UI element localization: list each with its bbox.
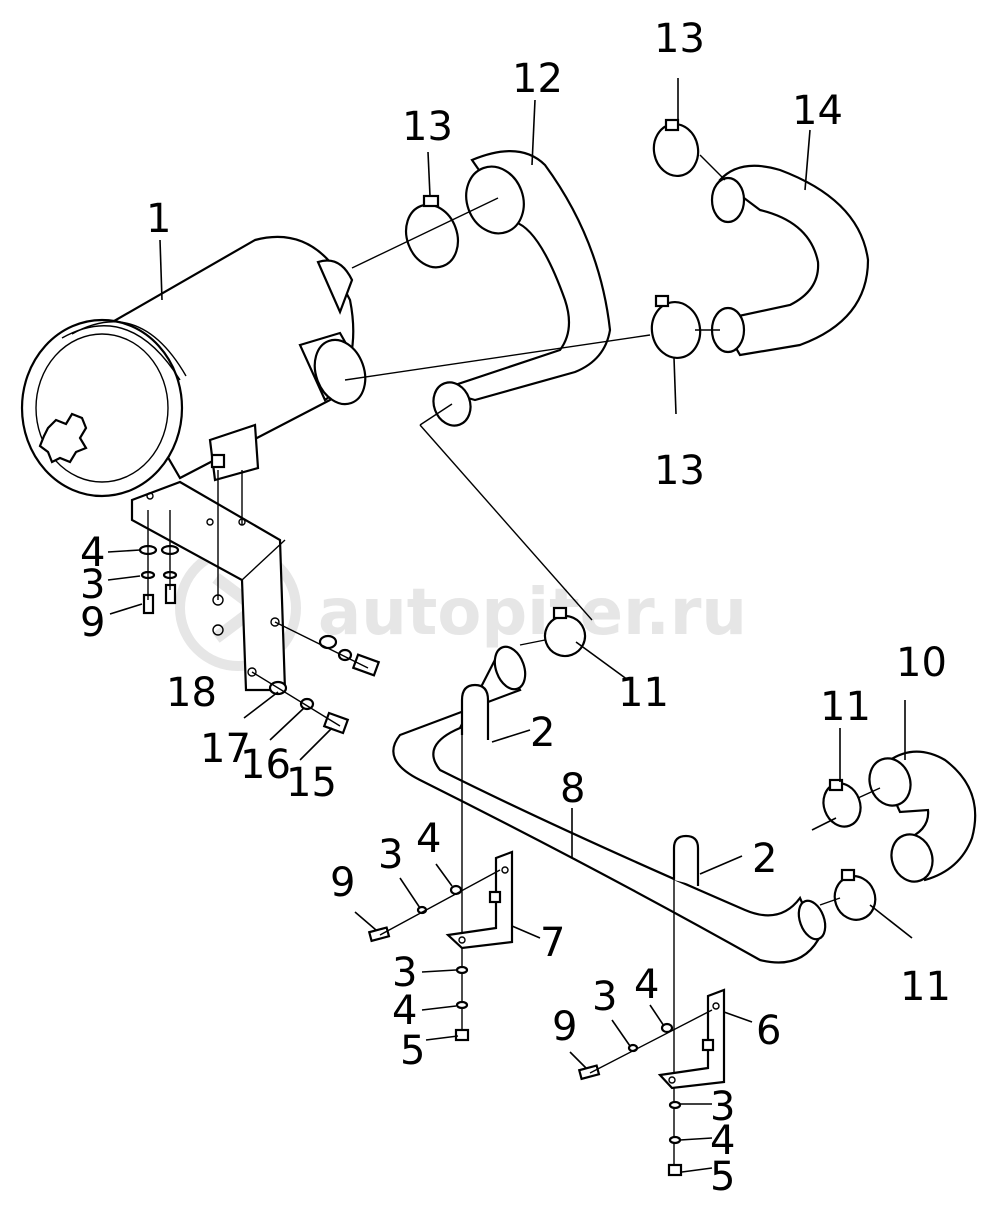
callout-4-d: 4: [634, 962, 659, 1008]
part-13-clamp-c: [650, 294, 702, 359]
callout-17: 17: [200, 726, 251, 772]
part-7-bracket: [445, 850, 514, 950]
part-6-bracket: [657, 988, 726, 1090]
callout-5-b: 5: [710, 1154, 735, 1200]
callout-11-c: 11: [900, 964, 951, 1010]
callout-13-a: 13: [402, 104, 453, 150]
callout-4-a: 4: [80, 530, 105, 576]
watermark-text: autopiter.ru: [318, 576, 747, 650]
assembly-lines: [217, 154, 881, 906]
callout-4-b: 4: [416, 816, 441, 862]
fasteners-right-group: [251, 621, 381, 735]
watermark: autopiter.ru: [175, 545, 747, 671]
callout-2-a: 2: [530, 710, 555, 756]
callout-15: 15: [286, 760, 337, 806]
callout-3-c: 3: [392, 950, 417, 996]
callout-1: 1: [146, 196, 171, 242]
part-2-u-bolt-b: [672, 834, 700, 1175]
part-11-clamp-a: [543, 606, 587, 658]
fasteners-bracket-6: [577, 1009, 713, 1177]
callout-18: 18: [166, 670, 217, 716]
callout-14: 14: [792, 88, 843, 134]
callout-3-b: 3: [378, 832, 403, 878]
callout-10: 10: [896, 640, 947, 686]
callout-5-a: 5: [400, 1028, 425, 1074]
callout-3-a: 3: [80, 562, 105, 608]
callout-4-c: 4: [392, 988, 417, 1034]
part-11-clamp-b: [822, 778, 862, 828]
callout-6: 6: [756, 1008, 781, 1054]
callout-11-b: 11: [820, 684, 871, 730]
fasteners-left-group: [138, 510, 180, 615]
callout-9-c: 9: [552, 1004, 577, 1050]
part-2-u-bolt-a: [460, 683, 490, 1035]
callout-13-c: 13: [654, 448, 705, 494]
callout-7: 7: [540, 920, 565, 966]
callout-3-e: 3: [710, 1084, 735, 1130]
callout-4-e: 4: [710, 1118, 735, 1164]
callout-16: 16: [240, 742, 291, 788]
part-13-clamp-a: [404, 194, 460, 269]
callout-12: 12: [512, 56, 563, 102]
callout-8: 8: [560, 766, 585, 812]
callout-9-b: 9: [330, 860, 355, 906]
part-13-clamp-b: [652, 118, 700, 177]
callout-3-d: 3: [592, 974, 617, 1020]
part-12-hose: [432, 150, 612, 427]
callouts: 1 12 13 13 13 14 4 3 9 18 17 16 15 11 11…: [80, 16, 951, 1200]
part-14-hose: [710, 164, 870, 357]
part-8-hose: [392, 645, 827, 964]
fasteners-bracket-7: [367, 869, 501, 1042]
leader-lines: [107, 78, 913, 1173]
part-10-elbow: [868, 750, 977, 883]
callout-13-b: 13: [654, 16, 705, 62]
part-1-air-filter: [20, 235, 367, 498]
callout-9-a: 9: [80, 600, 105, 646]
callout-11-a: 11: [618, 670, 669, 716]
part-11-clamp-c: [833, 868, 877, 921]
callout-2-b: 2: [752, 836, 777, 882]
